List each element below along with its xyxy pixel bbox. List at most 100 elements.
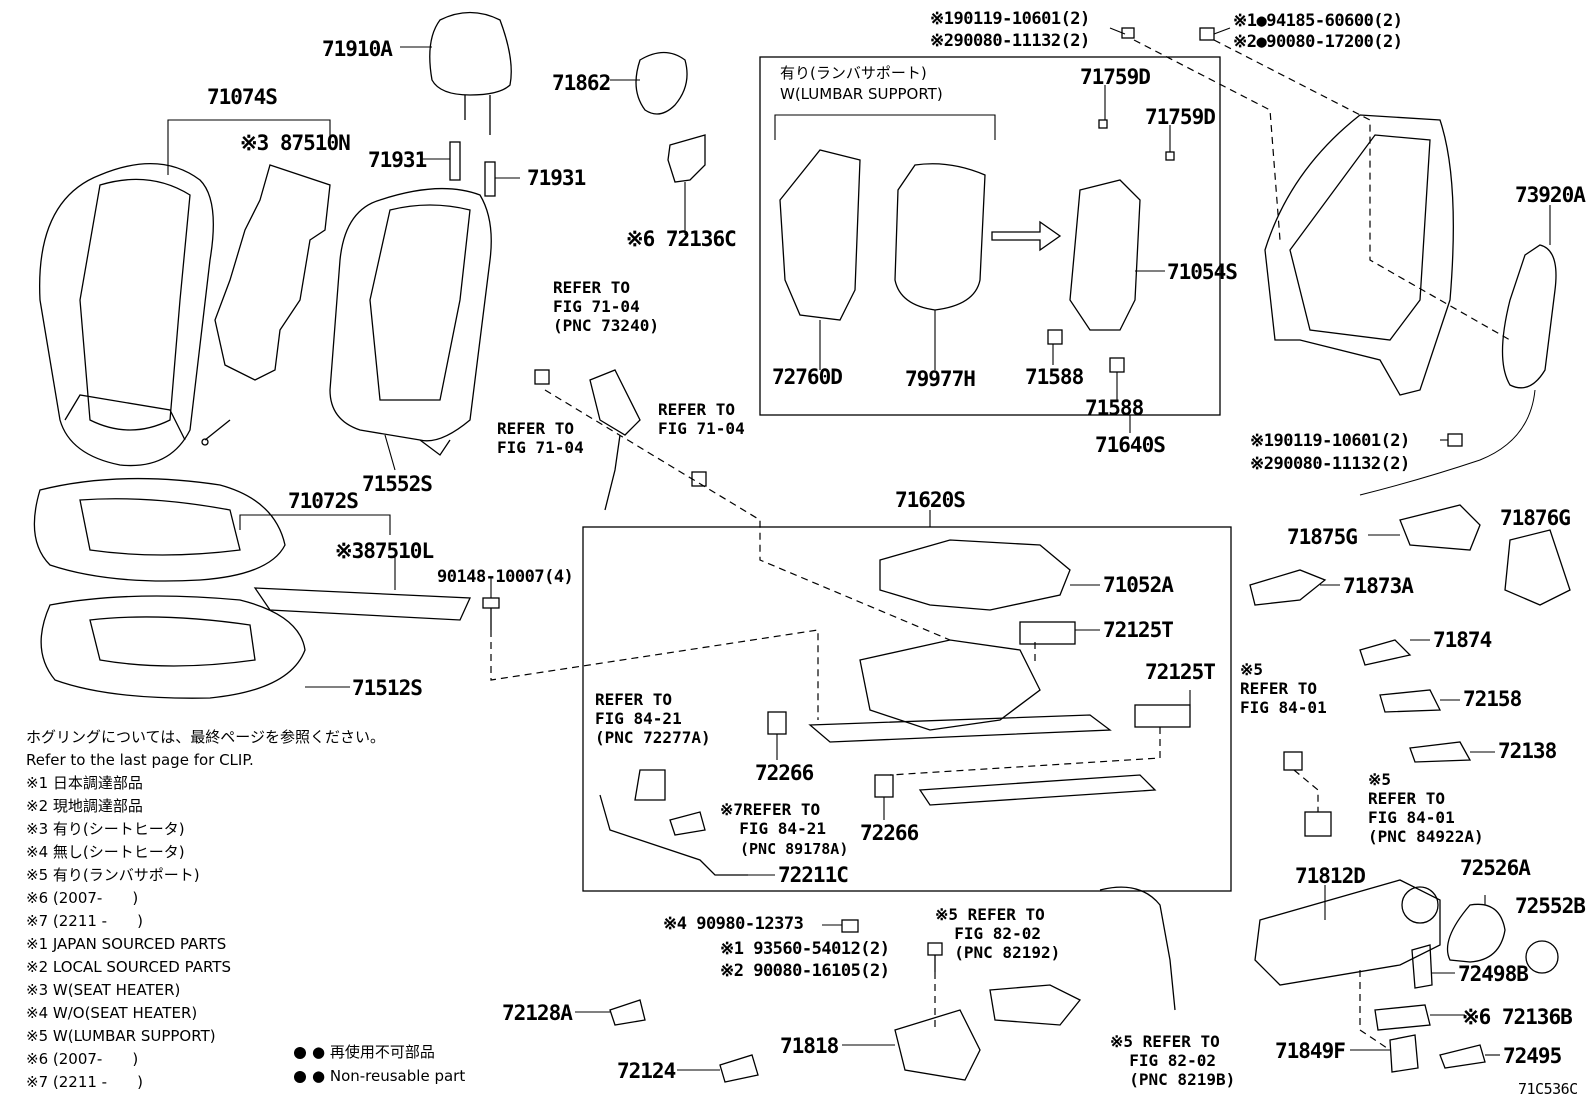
note-line: ※1 JAPAN SOURCED PARTS — [26, 935, 227, 953]
ref-fig-84-21-a: REFER TO FIG 84-21 (PNC 72277A) — [595, 690, 711, 747]
cover-71849f — [1389, 1034, 1419, 1073]
cover-71862 — [635, 51, 688, 115]
label-71910a: 71910A — [322, 37, 393, 61]
label-71931-left: 71931 — [368, 148, 427, 172]
label-72138: 72138 — [1498, 739, 1557, 763]
label-72125t-1: 72125T — [1103, 618, 1174, 642]
seatback-cover-71074s — [38, 162, 214, 467]
lumbar-jp: 有り(ランバサポート) — [780, 64, 927, 82]
label-87510n: ※3 87510N — [240, 131, 351, 155]
note-line: ※7 (2211 - ) — [26, 1073, 143, 1091]
cover-72125t-lower — [1134, 704, 1191, 728]
label-top-bolt-2: ※290080-11132(2) — [930, 31, 1090, 51]
lumbar-pump-73920a — [1501, 244, 1557, 389]
seatback-pad-71552s — [329, 187, 492, 456]
label-top-nut-1: ※1●94185-60600(2) — [1233, 11, 1403, 31]
label-71640s: 71640S — [1095, 433, 1166, 457]
label-71054s: 71054S — [1167, 260, 1238, 284]
ref-fig-71-04-pnc-73240: REFER TO FIG 71-04 (PNC 73240) — [553, 278, 659, 335]
ref-fig-71-04-a: REFER TO FIG 71-04 — [497, 419, 584, 457]
label-71876g: 71876G — [1500, 506, 1571, 530]
label-72125t-2: 72125T — [1145, 660, 1216, 684]
cushion-cover-71072s — [33, 477, 286, 582]
label-71931-right: 71931 — [527, 166, 586, 190]
legend-en: ● Non-reusable part — [312, 1067, 466, 1085]
label-73920a: 73920A — [1515, 183, 1586, 207]
label-71588-1: 71588 — [1025, 365, 1084, 389]
label-90980: ※4 90980-12373 — [663, 914, 804, 934]
label-71552s: 71552S — [362, 472, 433, 496]
note-line: ※1 日本調達部品 — [26, 774, 143, 792]
label-79977h: 79977H — [905, 367, 976, 391]
label-72124: 72124 — [617, 1059, 676, 1083]
cover-71876g — [1504, 529, 1571, 606]
cover-72125t-upper — [1019, 621, 1076, 645]
lumbar-72760d — [779, 149, 861, 321]
note-line: ホグリングについては、最終ページを参照ください。 — [26, 728, 385, 746]
shield-71812d — [1254, 879, 1441, 986]
bracket-72266-left — [767, 711, 787, 735]
label-72158: 72158 — [1463, 687, 1522, 711]
heater-87510l — [253, 587, 471, 621]
ref-fig-71-04-b: REFER TO FIG 71-04 — [658, 400, 745, 438]
label-71874: 71874 — [1433, 628, 1492, 652]
label-71862: 71862 — [552, 71, 611, 95]
label-71620s: 71620S — [895, 488, 966, 512]
label-mid-bolt-1: ※190119-10601(2) — [1250, 431, 1410, 451]
label-top-nut-2: ※2●90080-17200(2) — [1233, 32, 1403, 52]
knob-72498b — [1411, 944, 1433, 989]
bracket-72128a — [609, 999, 646, 1026]
label-72266-1: 72266 — [755, 761, 814, 785]
cover-72138 — [1409, 741, 1472, 763]
label-71052a: 71052A — [1103, 573, 1174, 597]
note-line: ※2 現地調達部品 — [26, 797, 143, 815]
label-72136c: ※6 72136C — [626, 227, 737, 251]
label-72266-2: 72266 — [860, 821, 919, 845]
bracket-72136c — [667, 134, 706, 183]
label-71074s: 71074S — [207, 85, 278, 109]
knob-72526a — [1446, 903, 1506, 963]
guide-71931-right — [484, 161, 496, 197]
cover-72495 — [1439, 1044, 1486, 1069]
cover-71874 — [1359, 639, 1412, 666]
label-72498b: 72498B — [1458, 962, 1529, 986]
lumbar-71054s — [1069, 179, 1141, 331]
note-line: ※3 W(SEAT HEATER) — [26, 981, 181, 999]
ref-fig-84-21-b-pnc: (PNC 89178A) — [740, 840, 849, 858]
note-line: ※5 W(LUMBAR SUPPORT) — [26, 1027, 216, 1045]
seatback-frame — [1264, 114, 1454, 396]
label-71588-2: 71588 — [1085, 396, 1144, 420]
note-line: ※6 (2007- ) — [26, 1050, 139, 1068]
label-93560: ※1 93560-54012(2) — [720, 939, 890, 959]
label-87510l: ※387510L — [335, 539, 434, 563]
label-71849f: 71849F — [1275, 1039, 1346, 1063]
diagram-id: 71C536C — [1518, 1080, 1578, 1098]
label-72136b: ※6 72136B — [1462, 1005, 1573, 1029]
label-90080-16105: ※2 90080-16105(2) — [720, 961, 890, 981]
note-line: ※2 LOCAL SOURCED PARTS — [26, 958, 231, 976]
ref-fig-82-02-a: ※5 REFER TO FIG 82-02 (PNC 82192) — [935, 905, 1061, 962]
lumbar-en: W(LUMBAR SUPPORT) — [780, 85, 943, 103]
seat-track-assembly — [808, 639, 1157, 806]
cover-71875g — [1399, 504, 1481, 551]
label-mid-bolt-2: ※290080-11132(2) — [1250, 454, 1410, 474]
bolt-90148 — [482, 597, 500, 630]
bracket-71818 — [894, 1009, 981, 1081]
cover-71873a — [1249, 569, 1327, 606]
label-71818: 71818 — [780, 1034, 839, 1058]
guide-71931-left — [449, 141, 461, 181]
ref-fig-84-21-b: ※7REFER TO FIG 84-21 — [720, 800, 826, 838]
note-line: ※4 無し(シートヒータ) — [26, 843, 185, 861]
label-72495: 72495 — [1503, 1044, 1562, 1068]
label-90148: 90148-10007(4) — [437, 567, 574, 587]
label-71875g: 71875G — [1287, 525, 1358, 549]
note-line: ※5 有り(ランバサポート) — [26, 866, 200, 884]
bracket-72136b — [1374, 1004, 1431, 1031]
label-72128a: 72128A — [502, 1001, 573, 1025]
bracket-72266-right — [874, 774, 894, 798]
note-line: ※3 有り(シートヒータ) — [26, 820, 185, 838]
pad-79977h — [894, 163, 986, 311]
note-line: ※6 (2007- ) — [26, 889, 139, 907]
cushion-frame-71052a — [879, 539, 1071, 611]
label-72526a: 72526A — [1460, 856, 1531, 880]
